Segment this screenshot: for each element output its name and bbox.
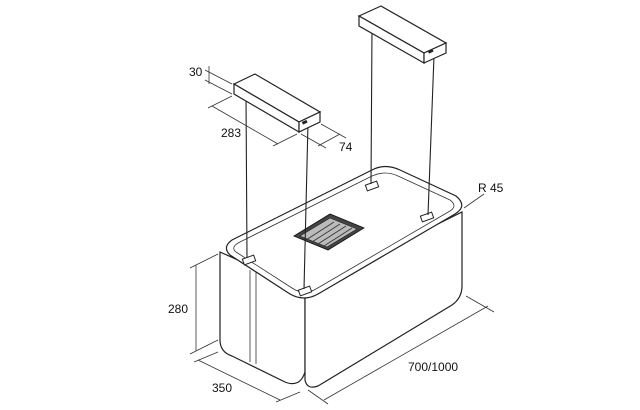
hood-top-inner-edge — [233, 172, 455, 293]
dimension-label-radius: R 45 — [478, 181, 504, 195]
dimension-label-height: 280 — [168, 302, 188, 316]
ceiling-beam-rear — [357, 5, 448, 65]
dimension-depth: 350 — [193, 351, 301, 403]
dimension-label-depth: 350 — [212, 381, 232, 395]
dimension-beam-width: 74 — [300, 123, 353, 154]
dimension-beam-length: 283 — [207, 95, 298, 147]
grille-icon — [293, 213, 365, 251]
dimension-label-width: 700/1000 — [408, 360, 458, 374]
hood-front-face — [304, 211, 463, 388]
mount-slot — [419, 211, 435, 223]
dimension-radius: R 45 — [463, 181, 504, 209]
dimension-width: 700/1000 — [307, 295, 495, 405]
dimension-thickness: 30 — [189, 65, 233, 95]
suspension-cable — [427, 55, 435, 216]
suspension-cable — [303, 122, 309, 290]
dimension-label-beam-width: 74 — [339, 140, 353, 154]
mount-slot — [241, 254, 257, 266]
dimension-height: 280 — [168, 253, 219, 355]
ceiling-beam-front — [232, 73, 322, 134]
dimension-label-thickness: 30 — [189, 65, 203, 79]
suspension-cable — [370, 27, 373, 185]
suspension-cable — [245, 94, 248, 259]
dimension-label-beam-length: 283 — [221, 126, 241, 140]
